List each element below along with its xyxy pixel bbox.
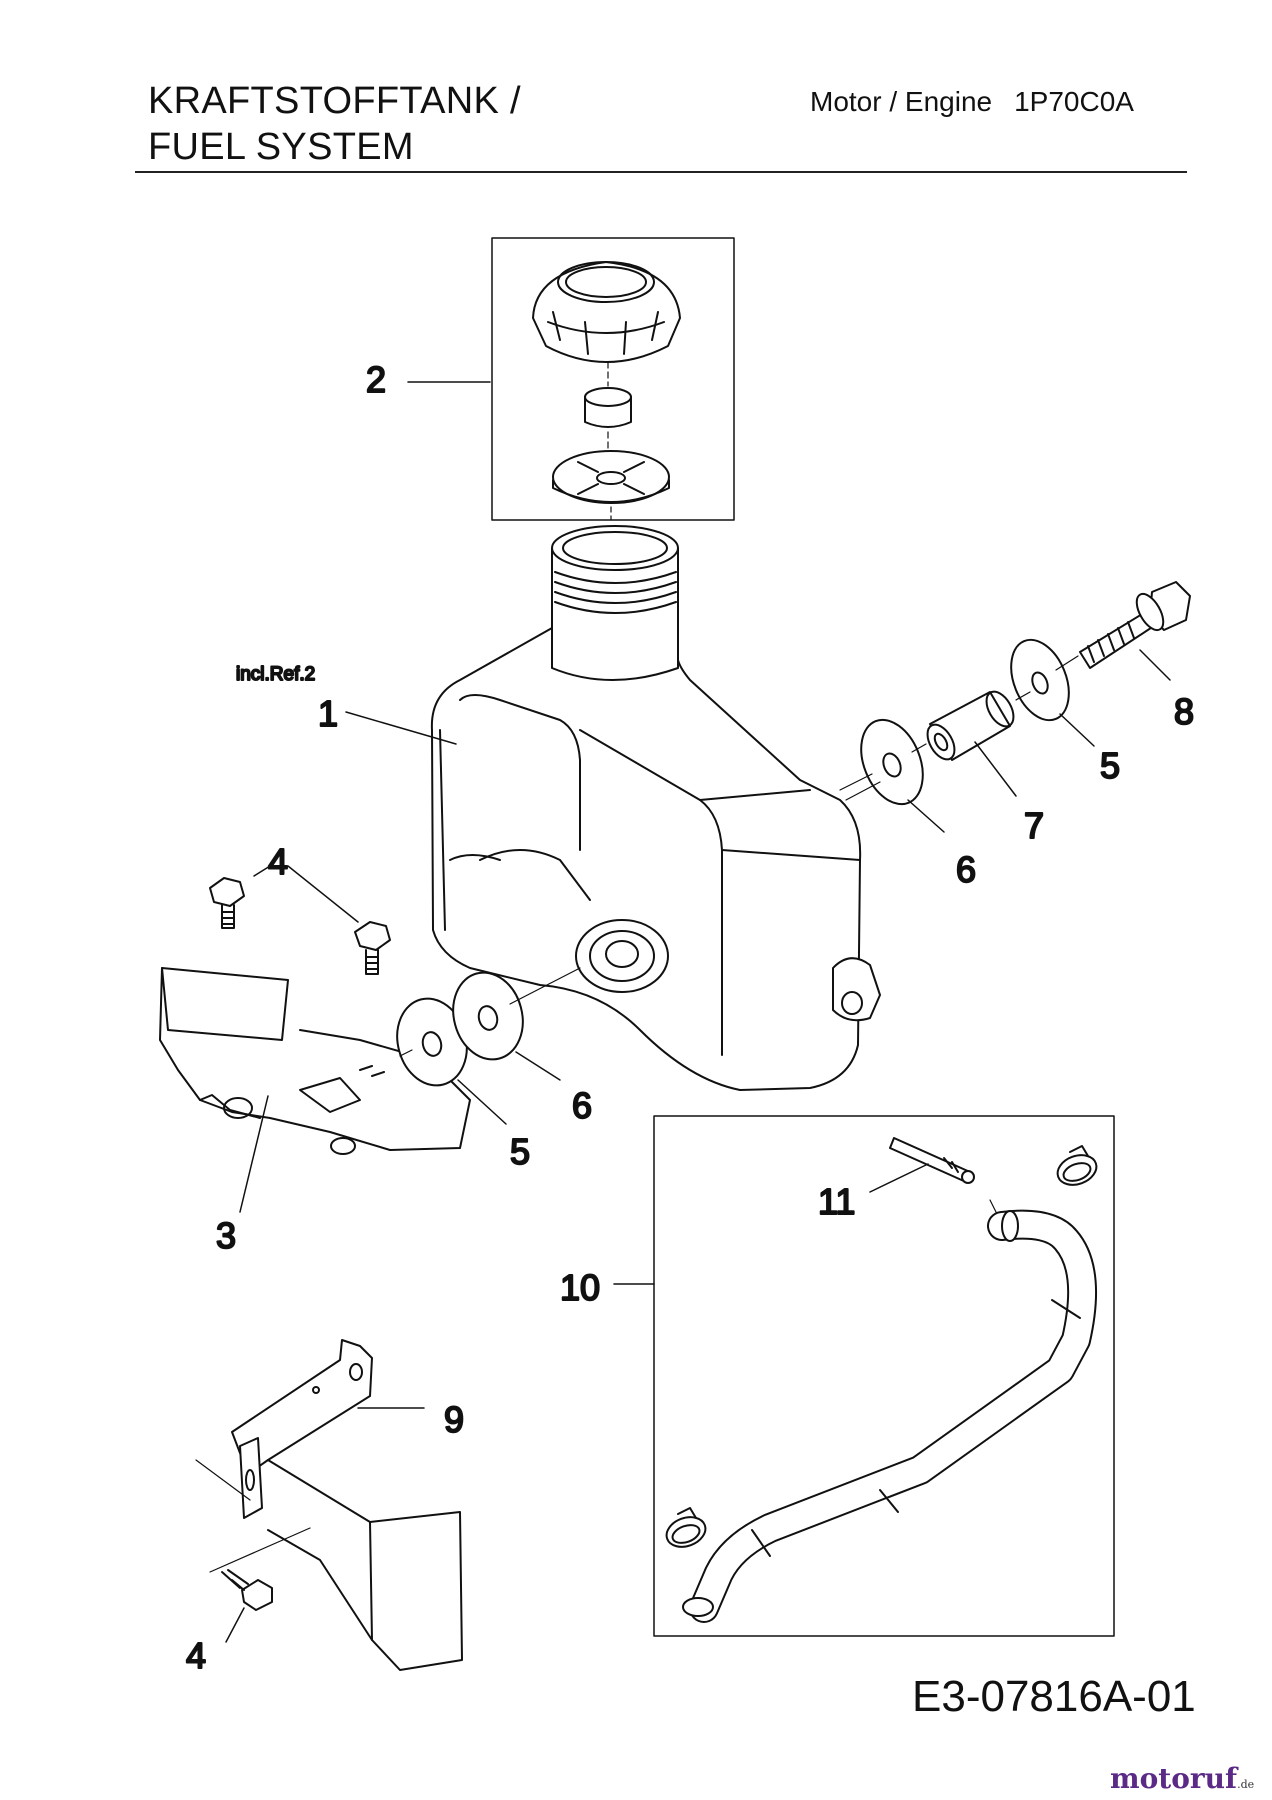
bolt-4-lower[interactable] [221, 1569, 273, 1643]
callout-6-left: 6 [572, 1085, 592, 1126]
header-rule [135, 171, 1187, 173]
spacer-7[interactable] [922, 687, 1019, 797]
note-incl-ref-2: incl.Ref.2 [236, 664, 315, 685]
bolt-4-upper-left[interactable] [209, 877, 245, 929]
bolt-8[interactable] [1079, 581, 1191, 681]
callout-1: 1 [318, 693, 338, 734]
drawing-code: E3-07816A-01 [912, 1672, 1196, 1721]
engine-label: Motor / Engine [810, 86, 993, 117]
washer-6-left[interactable] [444, 965, 561, 1081]
callout-5-left: 5 [510, 1131, 530, 1172]
callout-10: 10 [560, 1267, 600, 1308]
callout-7: 7 [1024, 805, 1044, 846]
fuel-cap-assembly[interactable] [407, 237, 735, 521]
page-title: KRAFTSTOFFTANK / FUEL SYSTEM [148, 78, 521, 170]
fuel-hose-assembly-10[interactable] [613, 1115, 1115, 1637]
watermark-tld: .de [1237, 1778, 1255, 1791]
callout-8: 8 [1174, 691, 1194, 732]
washer-5-right[interactable] [1000, 631, 1095, 747]
callout-3: 3 [216, 1215, 236, 1256]
callout-4-lower: 4 [186, 1635, 206, 1676]
callout-6-right: 6 [956, 849, 976, 890]
watermark-logo: motoruf.de [1110, 1762, 1254, 1795]
watermark-brand: motoruf [1110, 1762, 1238, 1795]
fuel-tank[interactable] [345, 525, 881, 1091]
title-line-2: FUEL SYSTEM [148, 126, 414, 168]
mounting-bracket-9[interactable] [195, 1339, 463, 1671]
callout-4-upper: 4 [268, 841, 288, 882]
engine-code: 1P70C0A [1014, 86, 1134, 117]
title-line-1: KRAFTSTOFFTANK / [148, 80, 521, 122]
bolt-4-upper-right[interactable] [354, 921, 391, 975]
pin-11[interactable] [869, 1137, 975, 1193]
washer-6-right[interactable] [850, 711, 945, 833]
callout-11: 11 [818, 1181, 855, 1222]
callout-5-right: 5 [1100, 745, 1120, 786]
callout-9: 9 [444, 1399, 464, 1440]
engine-info: Motor / Engine 1P70C0A [810, 86, 1134, 118]
callout-2: 2 [366, 359, 386, 400]
